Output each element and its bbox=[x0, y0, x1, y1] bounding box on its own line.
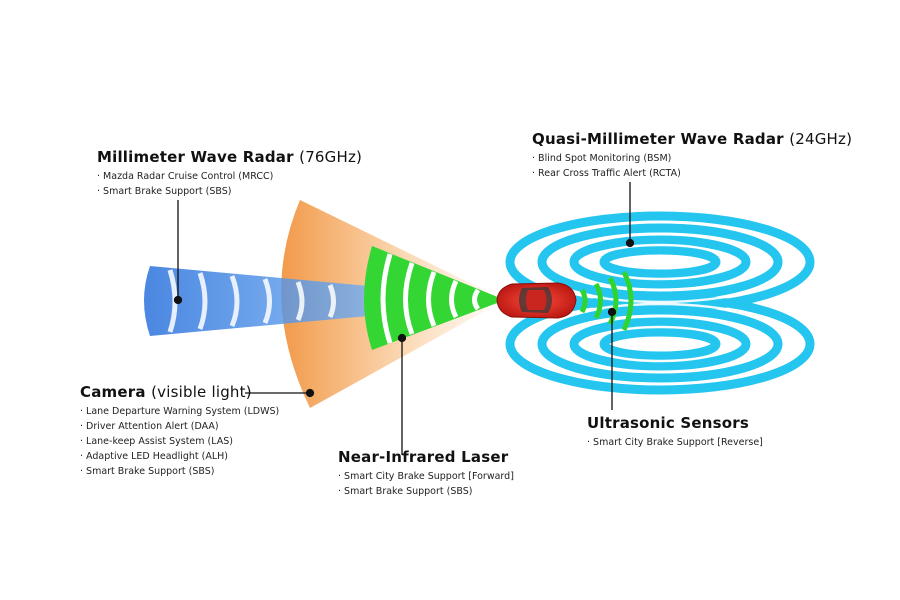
label-title: Ultrasonic Sensors bbox=[587, 414, 749, 432]
list-item: Smart Brake Support (SBS) bbox=[80, 464, 279, 479]
label-title: Millimeter Wave Radar bbox=[97, 148, 294, 166]
label-frequency: (visible light) bbox=[151, 383, 252, 401]
list-item: Lane-keep Assist System (LAS) bbox=[80, 434, 279, 449]
list-item: Lane Departure Warning System (LDWS) bbox=[80, 404, 279, 419]
car-top-view bbox=[496, 282, 577, 319]
near-infrared-laser-field bbox=[364, 246, 505, 350]
list-item: Smart Brake Support (SBS) bbox=[97, 184, 362, 199]
list-item: Smart Brake Support (SBS) bbox=[338, 484, 514, 499]
list-item: Blind Spot Monitoring (BSM) bbox=[532, 151, 852, 166]
list-item: Mazda Radar Cruise Control (MRCC) bbox=[97, 169, 362, 184]
label-near-infrared-laser: Near-Infrared Laser Smart City Brake Sup… bbox=[338, 448, 514, 499]
label-camera: Camera (visible light) Lane Departure Wa… bbox=[80, 383, 279, 479]
millimeter-wave-radar-beam bbox=[144, 266, 500, 336]
label-frequency: (76GHz) bbox=[299, 148, 363, 166]
label-title: Near-Infrared Laser bbox=[338, 448, 509, 466]
feature-list: Smart City Brake Support [Forward] Smart… bbox=[338, 469, 514, 499]
label-millimeter-wave-radar: Millimeter Wave Radar (76GHz) Mazda Rada… bbox=[97, 148, 362, 199]
label-frequency: (24GHz) bbox=[789, 130, 853, 148]
label-title: Quasi-Millimeter Wave Radar bbox=[532, 130, 784, 148]
feature-list: Blind Spot Monitoring (BSM) Rear Cross T… bbox=[532, 151, 852, 181]
feature-list: Lane Departure Warning System (LDWS) Dri… bbox=[80, 404, 279, 479]
list-item: Rear Cross Traffic Alert (RCTA) bbox=[532, 166, 852, 181]
feature-list: Mazda Radar Cruise Control (MRCC) Smart … bbox=[97, 169, 362, 199]
label-ultrasonic-sensors: Ultrasonic Sensors Smart City Brake Supp… bbox=[587, 414, 763, 450]
list-item: Driver Attention Alert (DAA) bbox=[80, 419, 279, 434]
list-item: Smart City Brake Support [Reverse] bbox=[587, 435, 763, 450]
label-title: Camera bbox=[80, 383, 146, 401]
list-item: Smart City Brake Support [Forward] bbox=[338, 469, 514, 484]
list-item: Adaptive LED Headlight (ALH) bbox=[80, 449, 279, 464]
label-quasi-millimeter-wave-radar: Quasi-Millimeter Wave Radar (24GHz) Blin… bbox=[532, 130, 852, 181]
feature-list: Smart City Brake Support [Reverse] bbox=[587, 435, 763, 450]
quasi-millimeter-wave-radar-field bbox=[505, 211, 815, 395]
